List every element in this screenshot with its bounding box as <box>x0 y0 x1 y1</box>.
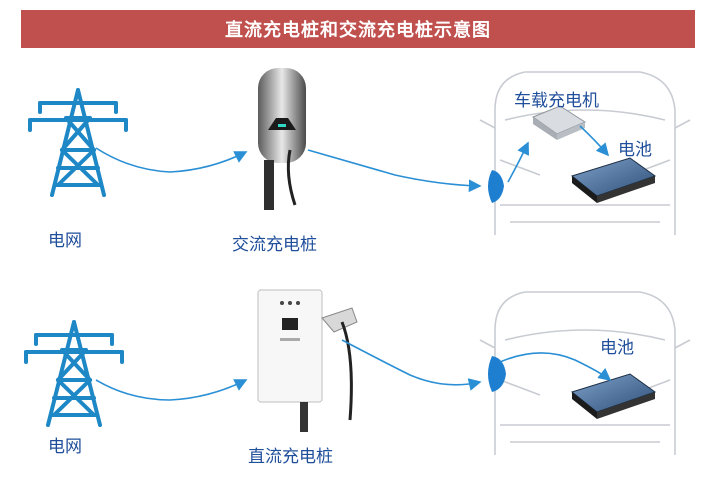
arrow-dc-to-car <box>341 339 482 391</box>
charging-port-icon <box>488 170 504 203</box>
onboard-charger-icon <box>531 105 587 140</box>
arrow-grid-to-ac <box>95 147 248 173</box>
arrow-port-to-battery <box>499 352 612 381</box>
charging-port-icon <box>488 356 506 392</box>
arrow-ac-to-car <box>307 149 482 193</box>
arrow-port-to-onboard <box>507 141 530 183</box>
dc-charger-label: 直流充电桩 <box>248 447 333 467</box>
battery-icon <box>570 157 657 203</box>
power-tower-icon <box>28 88 128 197</box>
ac-charger-label: 交流充电桩 <box>232 235 317 255</box>
arrow-onboard-to-battery <box>579 125 610 157</box>
dc-charger-icon <box>257 289 358 432</box>
car-outline-icon <box>479 291 691 455</box>
onboard-charger-label: 车载充电机 <box>514 91 599 111</box>
ac-charger-icon <box>258 68 306 210</box>
power-tower-icon <box>24 320 124 427</box>
battery-label-top: 电池 <box>618 140 652 160</box>
arrow-grid-to-dc <box>95 379 248 401</box>
battery-icon <box>570 373 657 419</box>
grid-label-bottom: 电网 <box>48 437 82 457</box>
title-bar: 直流充电桩和交流充电桩示意图 <box>21 10 695 48</box>
battery-label-bottom: 电池 <box>600 338 634 358</box>
grid-label-top: 电网 <box>48 231 82 251</box>
diagram-title: 直流充电桩和交流充电桩示意图 <box>225 20 491 41</box>
